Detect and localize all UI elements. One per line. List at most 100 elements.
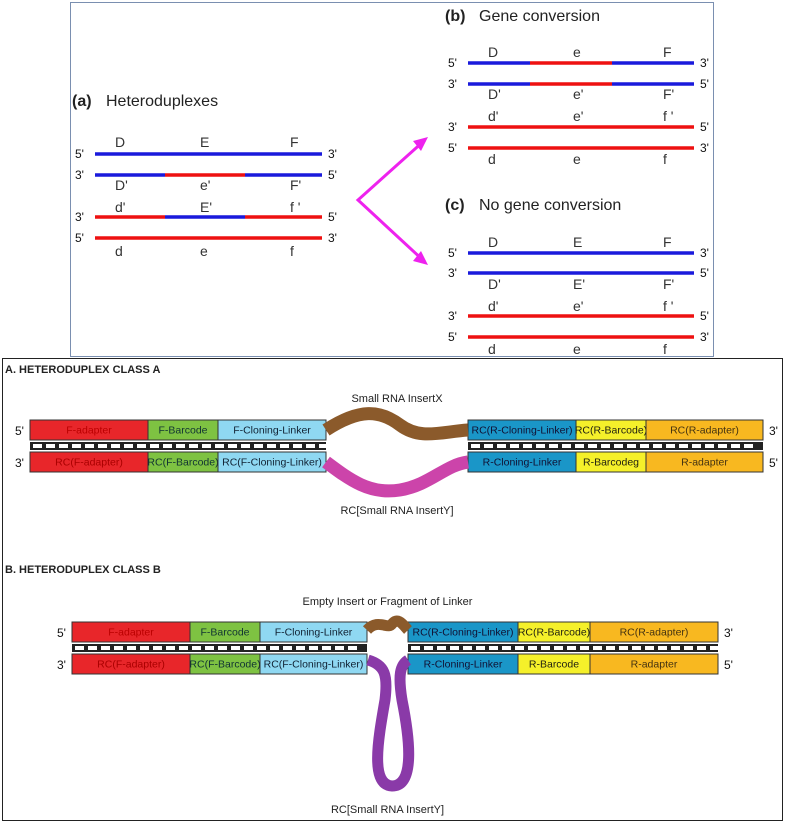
- hydrogen-bond-dash: [484, 444, 493, 448]
- hydrogen-bond-dash: [567, 646, 576, 650]
- strand-end-label: 3': [700, 56, 709, 70]
- hydrogen-bond-dash: [450, 646, 459, 650]
- allele-label: d: [488, 341, 496, 357]
- class-title: A. HETERODUPLEX CLASS A: [5, 364, 160, 376]
- hydrogen-bond-dash: [502, 646, 511, 650]
- hydrogen-bond-dash: [653, 444, 662, 448]
- class-title: B. HETERODUPLEX CLASS B: [5, 564, 161, 576]
- hydrogen-bond-dash: [163, 444, 172, 448]
- panel-a-title: Heteroduplexes: [106, 93, 218, 110]
- hydrogen-bond-dash: [528, 646, 537, 650]
- hydrogen-bond-dash: [554, 646, 563, 650]
- segment-box: [259, 621, 368, 643]
- panel-c-title: No gene conversion: [479, 197, 621, 214]
- segment-box: [589, 621, 719, 643]
- hydrogen-bond-dash: [632, 646, 641, 650]
- hydrogen-bond-dash: [348, 646, 357, 650]
- strand-end-label: 3': [700, 330, 709, 344]
- hydrogen-bond-dash: [306, 444, 315, 448]
- strand-end-label: 3': [769, 424, 778, 438]
- allele-label: e: [573, 341, 581, 357]
- hydrogen-bond-dash: [101, 646, 110, 650]
- strand-end-label: 5': [700, 266, 709, 280]
- strand-end-label: 5': [448, 56, 457, 70]
- hydrogen-bond-dash: [684, 646, 693, 650]
- hydrogen-bond-dash: [241, 444, 250, 448]
- panel-a-tag: (a): [72, 93, 92, 110]
- insert-y-strand: [322, 455, 470, 498]
- hydrogen-bond-dash: [606, 646, 615, 650]
- hydrogen-bond-dash: [679, 444, 688, 448]
- hydrogen-bond-dash: [111, 444, 120, 448]
- segment-label: RC(F-adapter): [55, 456, 123, 468]
- segment-label: RC(R-Cloning-Linker): [472, 424, 573, 436]
- hydrogen-bond-dash: [697, 646, 706, 650]
- hydrogen-bond-dash: [549, 444, 558, 448]
- allele-label: F: [663, 234, 672, 250]
- hydrogen-bond-dash: [588, 444, 597, 448]
- strand-end-label: 3': [700, 246, 709, 260]
- hydrogen-bond-dash: [671, 646, 680, 650]
- hydrogen-bond-dash: [744, 444, 753, 448]
- allele-label: E: [573, 234, 582, 250]
- allele-label: f: [290, 243, 294, 259]
- strand-end-label: 5': [75, 231, 84, 245]
- strand-end-label: 5': [700, 77, 709, 91]
- segment-label: R-Barcodeg: [583, 456, 639, 468]
- strand-end-label: 3': [700, 141, 709, 155]
- hydrogen-bond-dash: [254, 444, 263, 448]
- hydrogen-bond-dash: [497, 444, 506, 448]
- strand-end-label: 5': [75, 147, 84, 161]
- hydrogen-bond-dash: [309, 646, 318, 650]
- allele-label: e': [573, 86, 583, 102]
- strand-end-label: 3': [57, 658, 66, 672]
- empty-insert-strand: [362, 615, 413, 635]
- allele-label: f: [663, 151, 667, 167]
- strand-end-label: 3': [15, 456, 24, 470]
- hydrogen-bond-dash: [471, 444, 480, 448]
- allele-label: F: [290, 134, 299, 150]
- hydrogen-bond-dash: [293, 444, 302, 448]
- hydrogen-bond-dash: [437, 646, 446, 650]
- insert-y-loop: [366, 654, 415, 792]
- segment-label: RC(F-Cloning-Linker): [222, 456, 322, 468]
- hydrogen-bond-dash: [580, 646, 589, 650]
- hydrogen-bond-dash: [710, 646, 719, 650]
- hydrogen-bond-dash: [176, 444, 185, 448]
- hydrogen-bond-dash: [562, 444, 571, 448]
- segment-label: R-Cloning-Linker: [424, 658, 503, 670]
- hydrogen-bond-dash: [137, 444, 146, 448]
- hydrogen-bond-dash: [731, 444, 740, 448]
- hydrogen-bond-dash: [33, 444, 42, 448]
- allele-label: f ': [663, 108, 673, 124]
- allele-label: E': [573, 276, 585, 292]
- allele-label: E': [200, 199, 212, 215]
- hydrogen-bond-dash: [75, 646, 84, 650]
- hydrogen-bond-dash: [228, 444, 237, 448]
- allele-label: D': [115, 177, 128, 193]
- segment-label: R-Cloning-Linker: [483, 456, 562, 468]
- allele-label: D': [488, 276, 501, 292]
- hydrogen-bond-dash: [88, 646, 97, 650]
- hydrogen-bond-dash: [463, 646, 472, 650]
- allele-label: F': [290, 177, 301, 193]
- strand-end-label: 3': [75, 210, 84, 224]
- hydrogen-bond-dash: [536, 444, 545, 448]
- segment-label: R-adapter: [631, 658, 678, 670]
- hydrogen-bond-dash: [215, 444, 224, 448]
- segment-label: RC(F-Cloning-Linker): [264, 658, 364, 670]
- hydrogen-bond-dash: [166, 646, 175, 650]
- panel-b-title: Gene conversion: [479, 8, 600, 25]
- hydrogen-bond-dash: [231, 646, 240, 650]
- segment-box: [645, 451, 764, 473]
- strand-end-label: 5': [448, 246, 457, 260]
- insert-bottom-caption: RC[Small RNA InsertY]: [340, 505, 453, 517]
- hydrogen-bond-dash: [645, 646, 654, 650]
- strand-end-label: 3': [724, 626, 733, 640]
- segment-box: [589, 653, 719, 675]
- insert-top-caption: Small RNA InsertX: [351, 393, 443, 405]
- segment-label: RC(R-adapter): [670, 424, 739, 436]
- hydrogen-bond-dash: [85, 444, 94, 448]
- strand-end-label: 5': [700, 309, 709, 323]
